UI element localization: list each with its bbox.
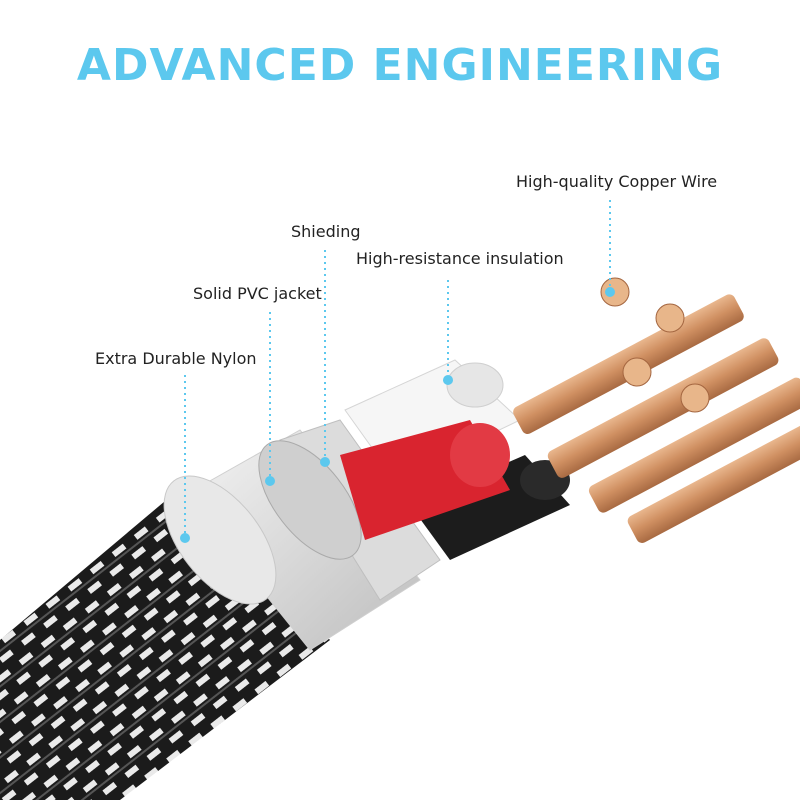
callout-leaders [184,200,611,538]
shielding-label: Shieding [291,222,361,241]
red-core [340,420,510,540]
callout-dots [180,287,615,543]
headline: ADVANCED ENGINEERING [76,40,724,91]
insulation-label: High-resistance insulation [356,249,564,268]
pvc-jacket-label: Solid PVC jacket [193,284,322,303]
copper-strands [513,277,800,543]
copper-wire-label: High-quality Copper Wire [516,172,718,191]
nylon-label: Extra Durable Nylon [95,349,257,368]
